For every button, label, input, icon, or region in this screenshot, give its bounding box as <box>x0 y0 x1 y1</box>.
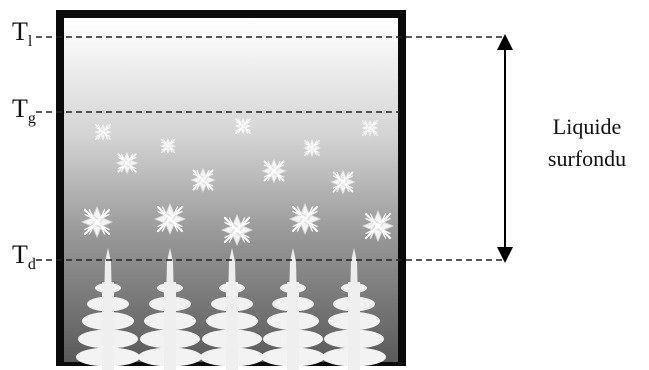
equiaxed-crystal-icon <box>288 202 322 236</box>
region-label-line2: surfondu <box>548 146 626 171</box>
equiaxed-crystal-icon <box>330 169 356 195</box>
equiaxed-crystal-icon <box>233 116 253 136</box>
region-label-line1: Liquide <box>553 114 621 139</box>
equiaxed-crystal-icon <box>159 137 177 155</box>
equiaxed-crystal-icon <box>80 205 114 239</box>
equiaxed-crystal-icon <box>360 118 380 138</box>
tg-label: Tg <box>12 94 36 127</box>
equiaxed-crystal-icon <box>220 213 254 247</box>
equiaxed-crystal-icon <box>115 151 139 175</box>
equiaxed-crystal-icon <box>302 138 322 158</box>
equiaxed-crystal-icon <box>93 122 113 142</box>
td-label: Td <box>12 240 36 273</box>
equiaxed-crystal-icon <box>190 167 216 193</box>
equiaxed-crystal-icon <box>261 158 287 184</box>
tl-label: Tl <box>12 17 33 50</box>
equiaxed-crystal-icon <box>153 202 187 236</box>
equiaxed-crystal-icon <box>361 209 395 243</box>
